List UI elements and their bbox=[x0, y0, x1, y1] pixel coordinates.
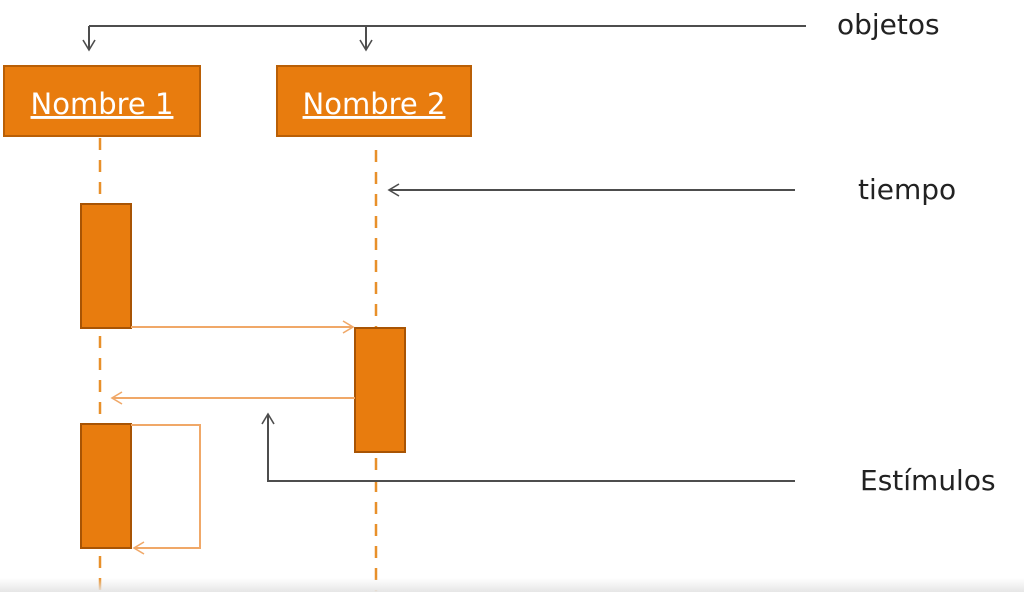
object-nombre-2: Nombre 2 bbox=[276, 65, 472, 137]
object-nombre-1-label: Nombre 1 bbox=[31, 87, 174, 121]
object-nombre-1: Nombre 1 bbox=[3, 65, 201, 137]
stimuli-label: Estímulos bbox=[860, 464, 996, 497]
activation-bar-nombre-1-second bbox=[80, 423, 132, 549]
activation-bar-nombre-2 bbox=[354, 327, 406, 453]
annotation-time: tiempo bbox=[387, 173, 956, 206]
time-label: tiempo bbox=[858, 173, 956, 206]
objects-label: objetos bbox=[837, 8, 940, 41]
message-self-call-arrow bbox=[131, 424, 201, 555]
activation-bar-nombre-1-first bbox=[80, 203, 132, 329]
object-nombre-2-label: Nombre 2 bbox=[303, 87, 446, 121]
stimuli-pointer-arrow bbox=[261, 412, 795, 482]
annotation-stimuli: Estímulos bbox=[261, 412, 996, 497]
annotation-objects: objetos bbox=[82, 8, 940, 52]
bottom-edge-shadow bbox=[0, 578, 1024, 592]
